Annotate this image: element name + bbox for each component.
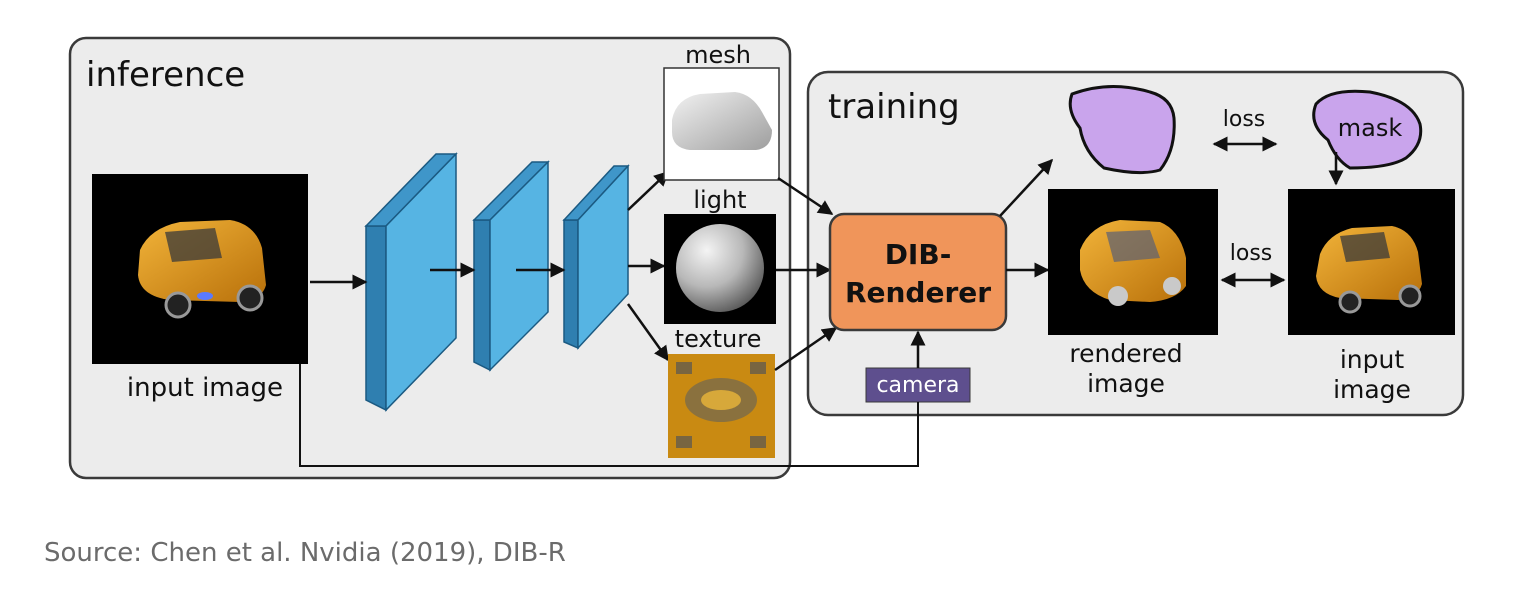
renderer-label-line2: Renderer [845, 276, 991, 309]
renderer-label-line1: DIB- [885, 238, 952, 271]
loss-label-mask: loss [1223, 107, 1266, 132]
input-image-label: input image [127, 373, 283, 403]
car-icon [138, 220, 266, 319]
loss-label-image: loss [1230, 241, 1273, 266]
light-image [664, 214, 776, 324]
cnn-layer-3 [562, 164, 630, 350]
connector-input-to-camera [299, 364, 919, 467]
input-label-line1: input [1340, 345, 1405, 374]
rendered-label-line1: rendered [1069, 339, 1182, 368]
input-image [92, 174, 308, 364]
car-icon-right [1316, 226, 1422, 314]
mesh-image [663, 67, 780, 181]
rendered-mask-shape [1068, 84, 1176, 175]
source-caption: Source: Chen et al. Nvidia (2019), DIB-R [44, 538, 566, 568]
camera-label: camera [876, 373, 959, 398]
light-label: light [693, 186, 746, 214]
mesh-label: mesh [685, 41, 751, 69]
rendered-image [1048, 189, 1218, 335]
mask-label: mask [1338, 114, 1403, 142]
inference-title: inference [86, 55, 245, 95]
training-title: training [828, 87, 960, 127]
arrow-mesh-to-renderer [777, 176, 834, 216]
camera-box: camera [865, 367, 971, 403]
cnn-layer-2 [472, 160, 550, 372]
arrow-renderer-to-mask [999, 158, 1054, 217]
dib-renderer-box: DIB- Renderer [828, 212, 1008, 332]
cnn-layer-1 [364, 152, 458, 412]
rendered-label-line2: image [1087, 369, 1165, 398]
texture-label: texture [675, 325, 762, 353]
arrow-to-mesh [627, 170, 670, 211]
input-mask-shape: mask [1312, 89, 1423, 170]
arrow-texture-to-renderer [774, 326, 838, 372]
input-image-right [1288, 189, 1455, 335]
light-sphere-icon [676, 224, 764, 312]
texture-image [668, 354, 775, 458]
input-label-line2: image [1333, 375, 1411, 404]
arrow-to-texture [626, 303, 670, 362]
rendered-car-icon [1080, 220, 1186, 306]
car-mesh-icon [672, 92, 772, 150]
